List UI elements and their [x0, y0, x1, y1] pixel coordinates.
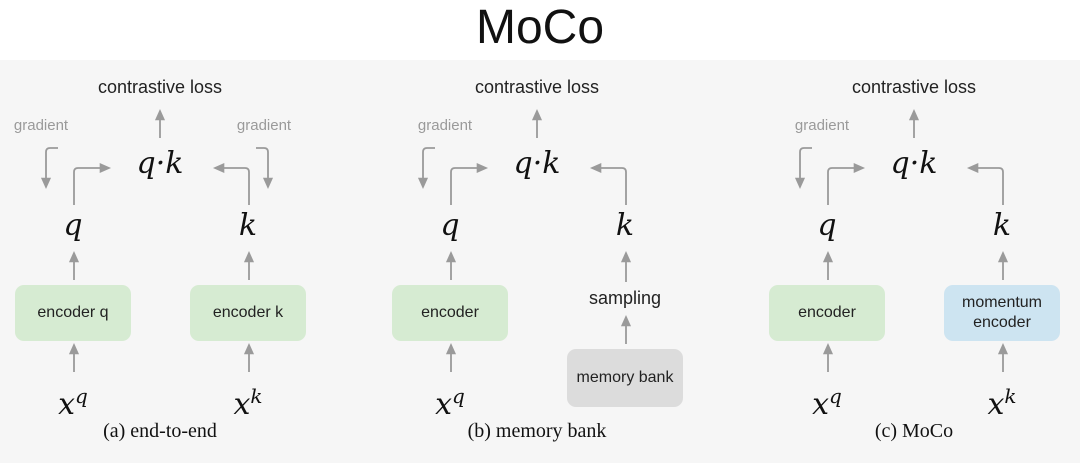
arrow-q-to-qk — [827, 162, 866, 205]
similarity-qk: q·k — [136, 146, 184, 181]
arrow-k-to-qk — [966, 162, 1004, 205]
arrow-q-to-qk — [450, 162, 489, 205]
query-variable: q — [63, 208, 83, 243]
gradient-arrow-left — [794, 147, 812, 190]
contrastive-loss-label: contrastive loss — [851, 77, 977, 97]
key-input: xk — [987, 384, 1017, 422]
query-input: xq — [812, 384, 842, 422]
momentum-encoder-box: momentum encoder — [944, 285, 1060, 341]
query-encoder-box: encoder — [769, 285, 885, 341]
gradient-arrow-left — [417, 147, 435, 190]
sampling-label: sampling — [588, 288, 662, 308]
panel-memory-bank: contrastive loss gradient q·k q k encode… — [392, 77, 683, 442]
key-variable: k — [992, 208, 1012, 243]
key-input: xk — [233, 384, 263, 422]
query-input: xq — [435, 384, 465, 422]
contrastive-loss-label: contrastive loss — [474, 77, 600, 97]
memory-bank-box: memory bank — [567, 349, 683, 407]
contrastive-loss-label: contrastive loss — [97, 77, 223, 97]
panel-end-to-end: contrastive loss gradient gradient q·k q… — [0, 0, 360, 463]
gradient-arrow-right — [256, 147, 274, 190]
key-variable: k — [238, 208, 258, 243]
gradient-label-right: gradient — [236, 117, 292, 134]
arrow-k-to-qk — [212, 162, 250, 205]
arrow-q-to-qk — [73, 162, 112, 205]
gradient-label-left: gradient — [417, 117, 473, 134]
key-encoder-box: encoder k — [190, 285, 306, 341]
caption-moco: (c) MoCo — [874, 420, 954, 442]
query-encoder-box: encoder q — [15, 285, 131, 341]
query-variable: q — [440, 208, 460, 243]
key-variable: k — [615, 208, 635, 243]
query-variable: q — [817, 208, 837, 243]
similarity-qk: q·k — [513, 146, 561, 181]
similarity-qk: q·k — [890, 146, 938, 181]
arrow-k-to-qk — [589, 162, 627, 205]
caption-end-to-end: (a) end-to-end — [103, 420, 217, 442]
page-title: MoCo — [475, 1, 605, 54]
query-input: xq — [58, 384, 88, 422]
caption-memory-bank: (b) memory bank — [467, 420, 607, 442]
gradient-label-left: gradient — [794, 117, 850, 134]
figure-background — [0, 60, 1080, 463]
gradient-label-left: gradient — [13, 117, 69, 134]
query-encoder-box: encoder — [392, 285, 508, 341]
gradient-arrow-left — [40, 147, 58, 190]
